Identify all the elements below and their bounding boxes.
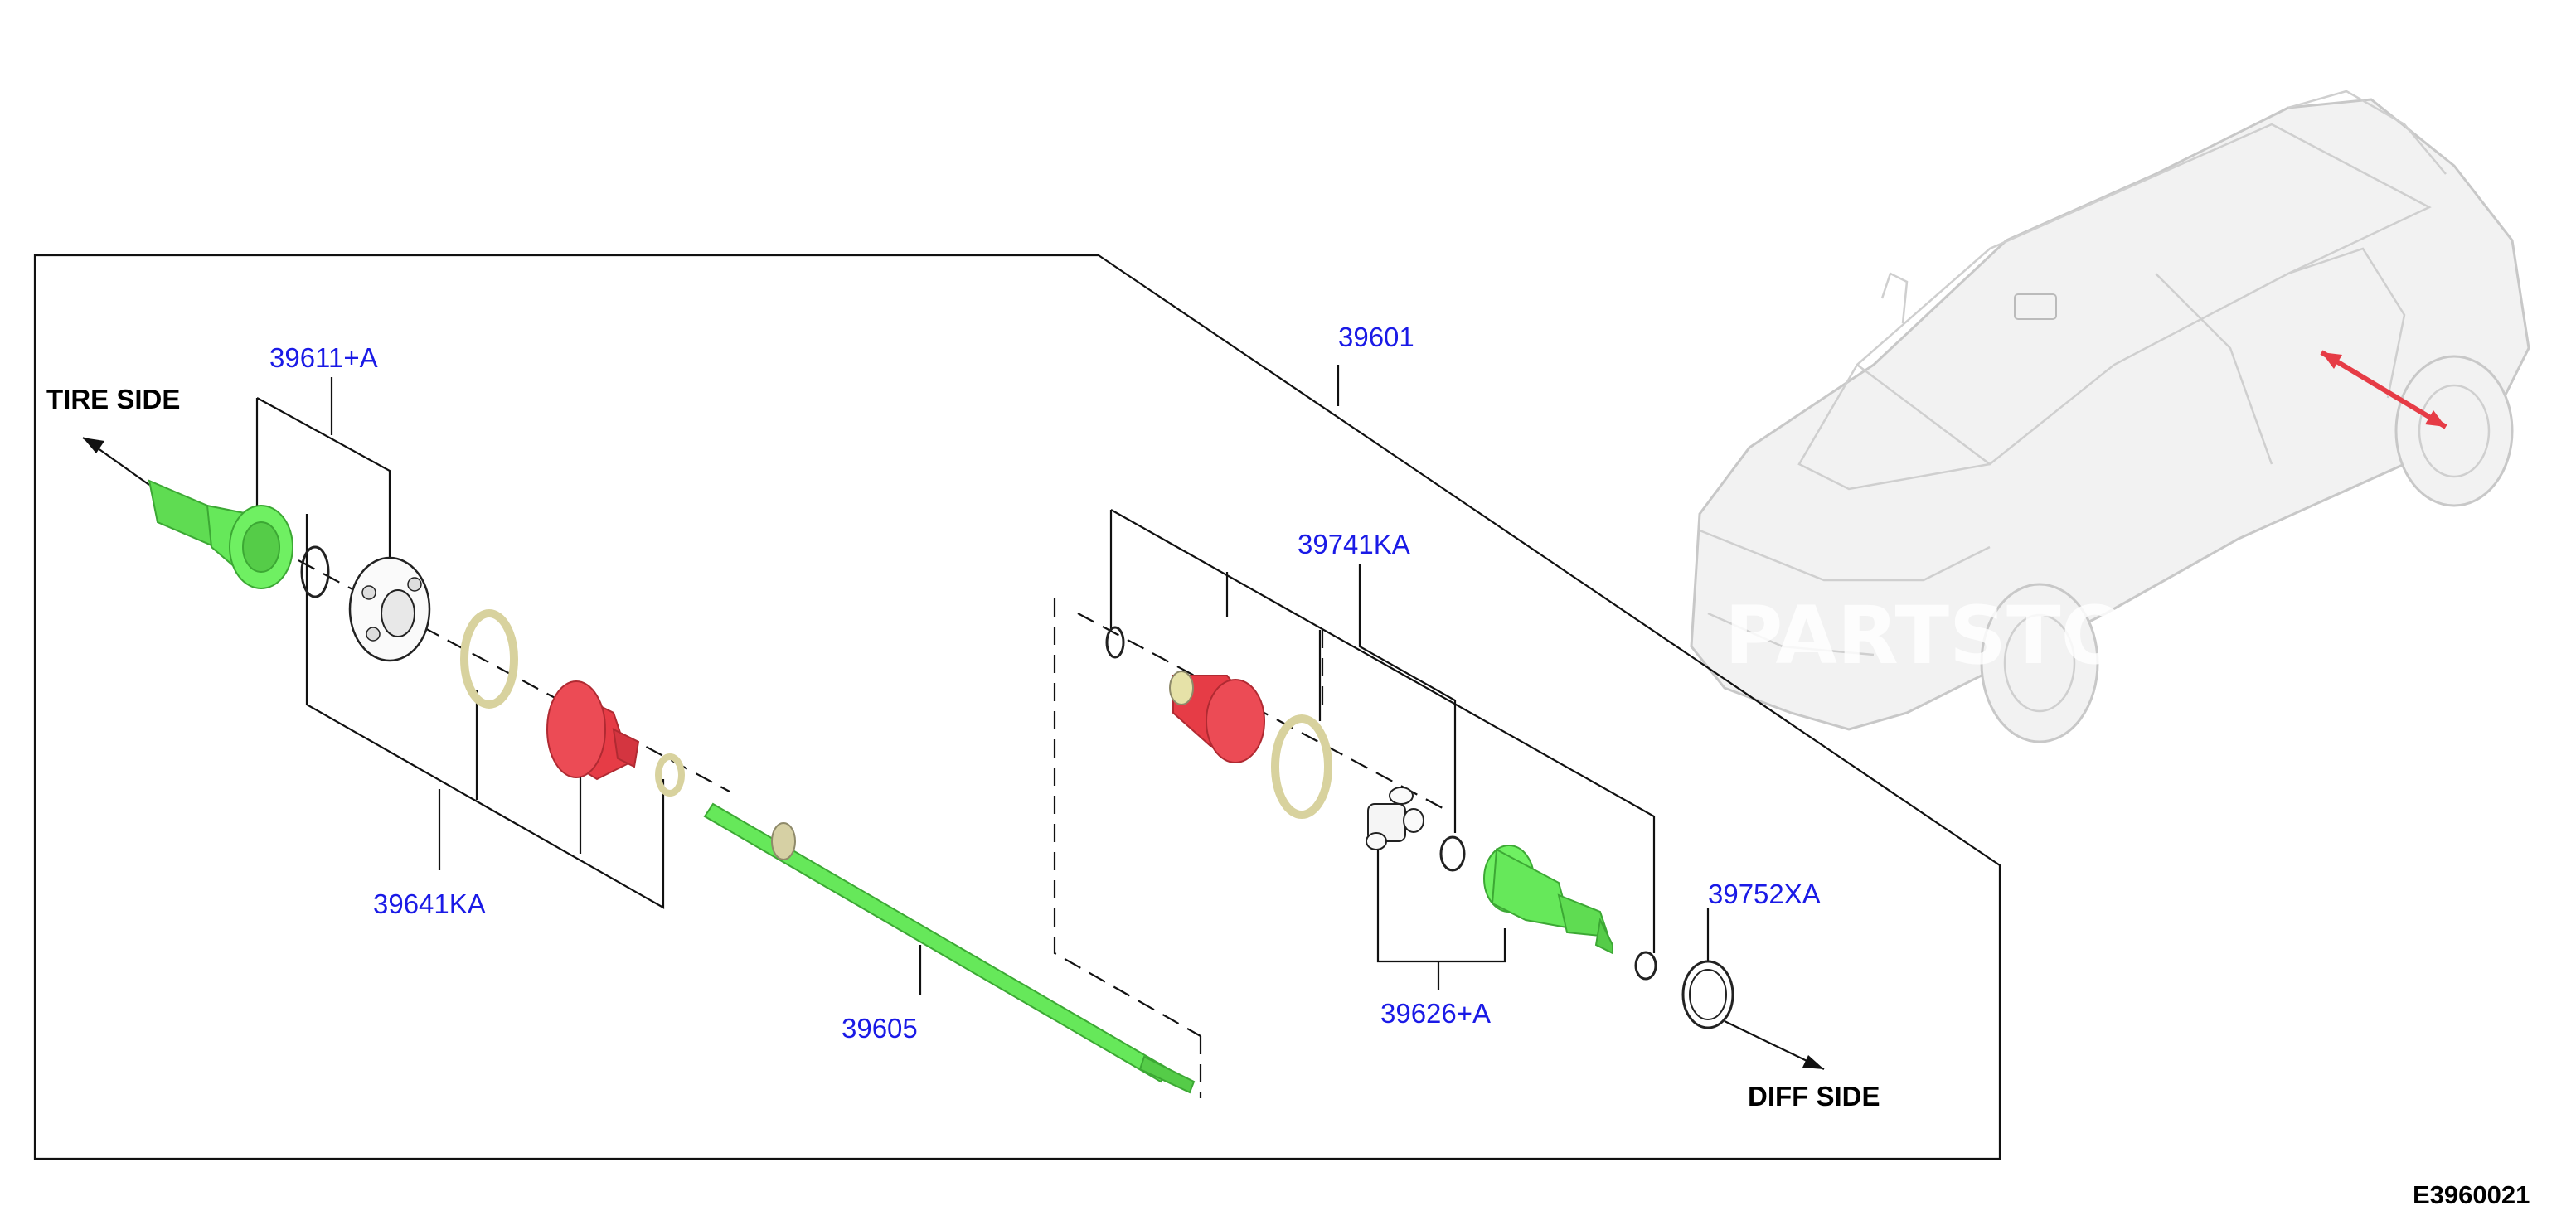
inner-circlip: [1105, 626, 1125, 659]
drive-shaft-location-arrow: [2320, 350, 2447, 429]
tripod-joint-spider: [1366, 787, 1424, 850]
callout-39641ka: 39641KA: [373, 889, 486, 919]
tire-side-arrow: [82, 437, 150, 486]
assembly-frame: [33, 254, 2001, 1160]
inner-joint-housing: [1483, 845, 1613, 955]
tire-side-label: TIRE SIDE: [46, 384, 180, 414]
figure-code: E3960021: [2413, 1180, 2530, 1209]
callout-39601: 39601: [1338, 322, 1414, 352]
circlip-outer: [300, 545, 330, 598]
outer-joint-part: [148, 479, 293, 589]
callout-39626-a: 39626+A: [1380, 998, 1491, 1029]
snap-ring-tripod: [1439, 835, 1466, 872]
callout-39605: 39605: [842, 1013, 918, 1044]
vehicle-locator-illustration: PARTSTO: [1690, 90, 2530, 743]
outer-bearing-cage: [348, 556, 431, 662]
callout-39741ka: 39741KA: [1298, 529, 1410, 559]
inner-boot-part: [1169, 671, 1265, 763]
watermark-text: PARTSTO: [1725, 589, 2128, 682]
boot-band-large-outer: [460, 609, 518, 709]
outer-boot-part: [546, 680, 640, 781]
diff-side-label: DIFF SIDE: [1748, 1081, 1880, 1111]
diff-side-arrow: [1724, 1020, 1825, 1070]
boot-band-small-outer: [655, 753, 685, 797]
drive-shaft-bar: [703, 802, 1196, 1094]
dust-seal-ring: [1681, 960, 1734, 1029]
callout-39611-a: 39611+A: [269, 342, 378, 373]
boot-band-large-inner: [1271, 714, 1332, 819]
inner-circlip-diff: [1634, 951, 1657, 981]
callout-39752xa: 39752XA: [1708, 879, 1821, 909]
